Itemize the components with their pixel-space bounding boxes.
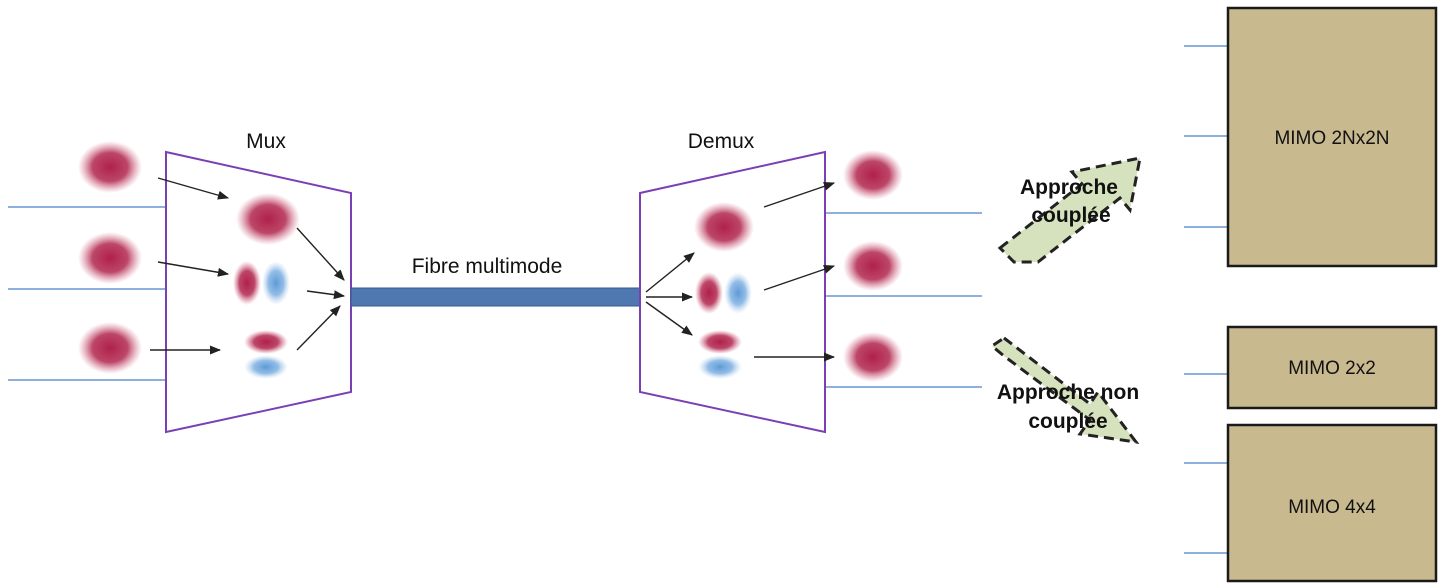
fiber-label: Fibre multimode [412, 255, 563, 278]
mux-label: Mux [246, 130, 286, 153]
mimo-2nx2n-block: MIMO 2Nx2N [1184, 6, 1438, 268]
demux-mode-lp11a-blue [724, 272, 752, 314]
output-lines [826, 212, 982, 388]
multimode-fiber [350, 287, 641, 307]
uncoupled-approach-arrow [989, 336, 1140, 445]
input-lines [8, 206, 166, 381]
mimo-2nx2n-label: MIMO 2Nx2N [1274, 128, 1389, 149]
output-mode-2 [843, 241, 903, 291]
mimo-4x4-label: MIMO 4x4 [1288, 497, 1376, 518]
input-mode-2 [78, 232, 142, 284]
uncoupled-label-line1: Approche non [997, 381, 1139, 404]
coupled-label-line1: Approche [1020, 176, 1118, 199]
coupled-label-line2: couplée [1031, 204, 1110, 227]
demux-modes [694, 202, 754, 379]
mimo-4x4-block: MIMO 4x4 [1184, 423, 1438, 583]
mux-mode-lp11b-red [244, 330, 288, 354]
demux-label: Demux [688, 130, 755, 153]
demux-mode-lp01 [694, 202, 754, 252]
demux-mode-lp11b-red [698, 330, 742, 354]
mux-mode-lp11a-blue [262, 261, 290, 305]
coupled-approach-arrow [997, 156, 1142, 264]
demux-device [639, 150, 826, 434]
mux-arrows [150, 177, 346, 355]
input-modes [78, 141, 142, 374]
mimo-2x2-block: MIMO 2x2 [1184, 325, 1438, 410]
input-mode-1 [78, 141, 142, 193]
uncoupled-label-line2: couplée [1028, 410, 1107, 433]
mux-mode-lp11b-blue [244, 355, 288, 379]
output-mode-1 [843, 150, 903, 200]
mux-device [165, 150, 352, 434]
mux-mode-lp01 [236, 193, 300, 245]
output-mode-3 [843, 332, 903, 382]
mux-mode-lp11a-red [233, 261, 261, 305]
input-mode-3 [78, 322, 142, 374]
mux-modes [233, 193, 300, 379]
mimo-2x2-label: MIMO 2x2 [1288, 358, 1376, 379]
output-modes [843, 150, 903, 382]
demux-mode-lp11b-blue [698, 355, 742, 379]
demux-arrows [645, 182, 836, 362]
demux-mode-lp11a-red [695, 272, 723, 314]
